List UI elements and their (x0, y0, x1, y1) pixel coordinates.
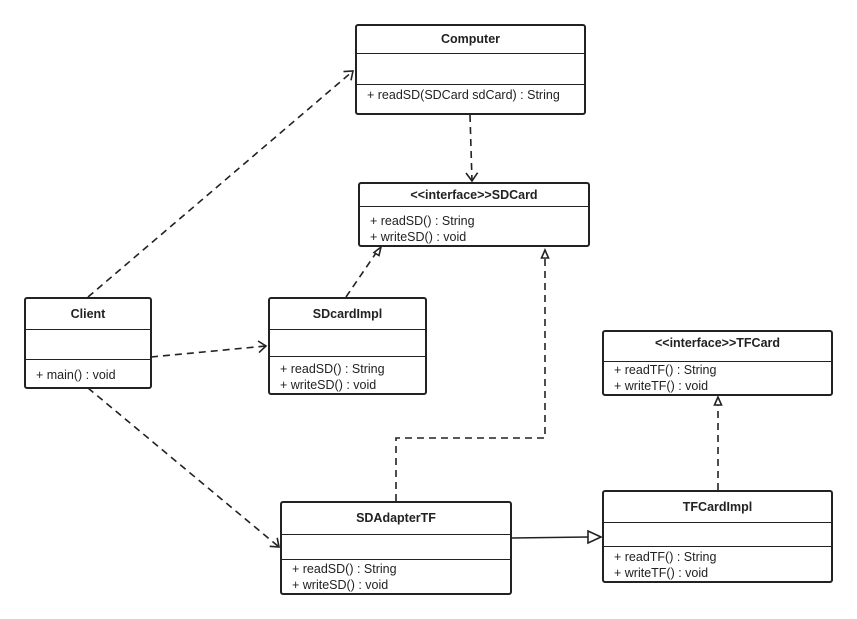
operation: + readSD() : String (292, 562, 397, 576)
operations-compartment: + readSD() : String + writeSD() : void (270, 357, 425, 393)
class-tfcard-interface[interactable]: <<interface>>TFCard + readTF() : String … (602, 330, 833, 396)
operation: + readSD(SDCard sdCard) : String (367, 88, 560, 102)
arrowhead-hollow-tfcard (713, 395, 723, 406)
attributes-compartment (357, 54, 584, 85)
attributes-compartment (26, 330, 150, 360)
attributes-compartment (270, 330, 425, 357)
class-name: SDAdapterTF (282, 503, 510, 535)
edge-client-sdadaptertf (87, 387, 280, 548)
operation: + main() : void (36, 368, 116, 382)
class-name: TFCardImpl (604, 492, 831, 523)
edge-client-computer (87, 70, 354, 298)
operation: + readSD() : String (370, 214, 475, 228)
operation: + writeTF() : void (614, 566, 709, 580)
edge-client-sdcardimpl (150, 345, 267, 358)
arrowhead-open-computer (343, 70, 355, 81)
operations-compartment: + readTF() : String + writeTF() : void (604, 547, 831, 581)
operation: + writeSD() : void (292, 578, 389, 592)
class-name: <<interface>>TFCard (604, 332, 831, 362)
operations-compartment: + readSD() : String + writeSD() : void (360, 207, 588, 245)
operation: + readTF() : String (614, 550, 717, 564)
operations-compartment: + readSD(SDCard sdCard) : String (357, 85, 584, 103)
class-name: SDcardImpl (270, 299, 425, 330)
class-name: Computer (357, 26, 584, 54)
class-sdcard-interface[interactable]: <<interface>>SDCard + readSD() : String … (358, 182, 590, 247)
arrowhead-open-sdadaptertf (269, 537, 280, 548)
edge-computer-sdcard (469, 114, 473, 182)
class-tfcardimpl[interactable]: TFCardImpl + readTF() : String + writeTF… (602, 490, 833, 583)
arrowhead-open-sdcard (465, 172, 479, 183)
class-client[interactable]: Client + main() : void (24, 297, 152, 389)
edge-sdadaptertf-sdcard (395, 258, 546, 501)
operations-compartment: + readSD() : String + writeSD() : void (282, 560, 510, 593)
operation: + readTF() : String (614, 363, 717, 377)
attributes-compartment (604, 523, 831, 547)
class-name: Client (26, 299, 150, 330)
arrowhead-hollow-tfcardimpl (587, 529, 603, 545)
edge-sdadaptertf-tfcardimpl (511, 536, 589, 539)
class-sdcardimpl[interactable]: SDcardImpl + readSD() : String + writeSD… (268, 297, 427, 395)
class-sdadaptertf[interactable]: SDAdapterTF + readSD() : String + writeS… (280, 501, 512, 595)
arrowhead-open-sdcardimpl (257, 340, 268, 354)
arrowhead-hollow-sdcard-left (372, 244, 383, 257)
class-computer[interactable]: Computer + readSD(SDCard sdCard) : Strin… (355, 24, 586, 115)
operation: + readSD() : String (280, 362, 385, 376)
arrowhead-hollow-sdcard-right (540, 248, 550, 259)
operation: + writeSD() : void (280, 378, 377, 392)
class-name: <<interface>>SDCard (360, 184, 588, 207)
operations-compartment: + readTF() : String + writeTF() : void (604, 362, 831, 394)
operation: + writeTF() : void (614, 379, 709, 393)
operation: + writeSD() : void (370, 230, 467, 244)
operations-compartment: + main() : void (26, 360, 150, 383)
edge-sdcardimpl-sdcard (345, 252, 377, 298)
attributes-compartment (282, 535, 510, 560)
